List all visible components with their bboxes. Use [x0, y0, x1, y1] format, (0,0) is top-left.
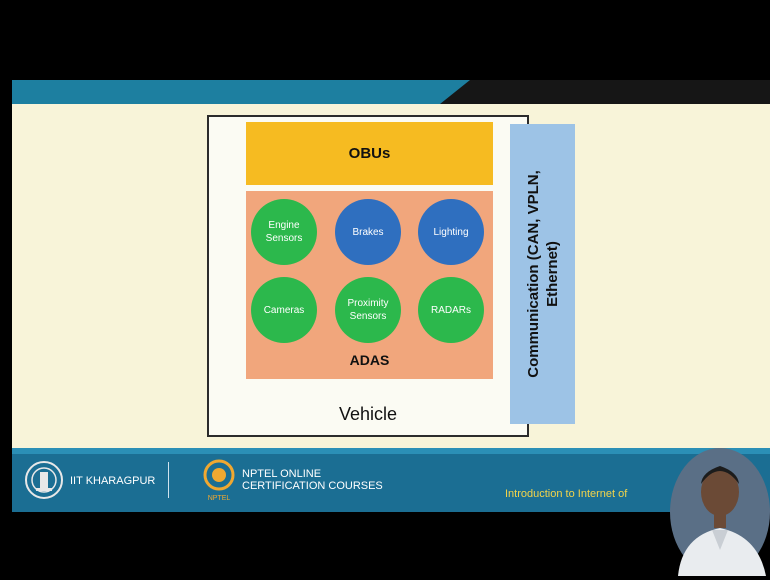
lighting-circle: Lighting — [418, 199, 484, 265]
obu-box: OBUs — [246, 122, 493, 185]
adas-label: ADAS — [349, 352, 390, 368]
nptel-logo-icon: NPTEL — [203, 459, 235, 502]
footer-top-strip — [12, 448, 770, 454]
vehicle-label: Vehicle — [338, 404, 398, 424]
cameras-circle: Cameras — [251, 277, 317, 343]
institute-name: IIT KHARAGPUR — [70, 475, 156, 487]
presenter-video-image — [670, 448, 770, 576]
obu-label: OBUs — [348, 145, 391, 162]
footer-bar — [12, 448, 770, 512]
communication-label: Communication (CAN, VPLN, Ethernet) — [524, 170, 561, 378]
header-band-dark — [440, 80, 770, 104]
top-black-bar — [0, 0, 770, 80]
nptel-text: NPTEL ONLINE CERTIFICATION COURSES — [242, 468, 383, 492]
lighting-label: Lighting — [433, 226, 469, 238]
engine-sensors-circle: Engine Sensors — [251, 199, 317, 265]
nptel-line-1: NPTEL ONLINE — [242, 468, 322, 480]
brakes-label: Brakes — [352, 226, 384, 238]
iit-kharagpur-logo-icon — [25, 461, 63, 499]
cameras-label: Cameras — [263, 304, 305, 316]
header-band-teal — [12, 80, 472, 104]
footer-divider — [168, 462, 169, 498]
course-title: Introduction to Internet of — [505, 488, 628, 500]
brakes-circle: Brakes — [335, 199, 401, 265]
nptel-badge-text: NPTEL — [208, 495, 231, 502]
radars-label: RADARs — [430, 304, 471, 316]
bottom-black-bar — [0, 512, 770, 580]
nptel-line-2: CERTIFICATION COURSES — [242, 480, 383, 492]
engine-sensors-label: Engine Sensors — [265, 220, 303, 244]
radars-circle: RADARs — [418, 277, 484, 343]
proximity-sensors-circle: Proximity Sensors — [335, 277, 401, 343]
proximity-sensors-label: Proximity Sensors — [347, 298, 389, 322]
communication-box: Communication (CAN, VPLN, Ethernet) — [510, 124, 575, 424]
